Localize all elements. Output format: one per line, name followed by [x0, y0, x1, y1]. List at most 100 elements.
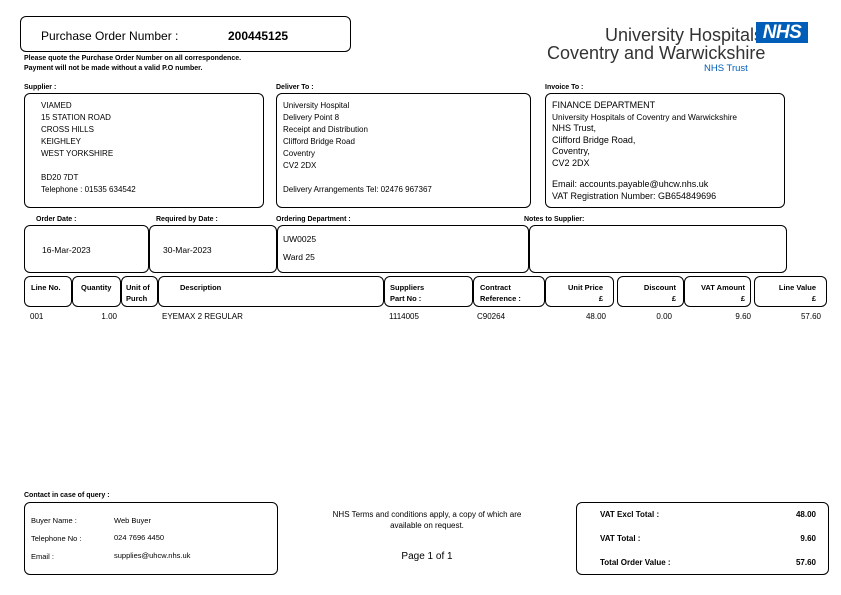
supplier-telephone: Telephone : 01535 634542 — [41, 185, 136, 194]
cell-contract: C90264 — [477, 312, 506, 321]
supplier-line: CROSS HILLS — [41, 125, 94, 134]
po-notice-line2: Payment will not be made without a valid… — [24, 65, 203, 72]
invoice-email: Email: accounts.payable@uhcw.nhs.uk — [552, 179, 709, 189]
vat-total-value: 9.60 — [800, 534, 816, 543]
supplier-line: KEIGHLEY — [41, 137, 82, 146]
vat-total-label: VAT Total : — [600, 534, 641, 543]
telephone-label: Telephone No : — [31, 534, 82, 543]
order-value-label: Total Order Value : — [600, 558, 671, 567]
email-label: Email : — [31, 552, 54, 561]
col-unit-price-currency: £ — [598, 294, 603, 303]
col-quantity: Quantity — [72, 276, 121, 307]
vat-excl-value: 48.00 — [795, 510, 816, 519]
supplier-line: VIAMED — [41, 101, 72, 110]
col-line-value: Line Value £ — [754, 276, 827, 307]
buyer-email-link[interactable]: supplies@uhcw.nhs.uk — [114, 551, 191, 560]
invoice-line: Coventry, — [552, 146, 590, 156]
supplier-line: WEST YORKSHIRE — [41, 149, 114, 158]
invoice-line: FINANCE DEPARTMENT — [552, 100, 656, 110]
supplier-postcode: BD20 7DT — [41, 173, 79, 182]
contact-box: Buyer Name : Web Buyer Telephone No : 02… — [24, 502, 278, 575]
buyer-telephone: 024 7696 4450 — [114, 533, 165, 542]
cell-part-no: 1114005 — [389, 312, 419, 321]
col-discount: Discount £ — [617, 276, 684, 307]
deliver-line: University Hospital — [283, 101, 350, 110]
col-quantity-label: Quantity — [81, 283, 112, 292]
col-discount-currency: £ — [671, 294, 676, 303]
col-contract-label1: Contract — [480, 283, 511, 292]
col-vat-amount-currency: £ — [740, 294, 745, 303]
col-vat-amount-label: VAT Amount — [700, 283, 745, 292]
supplier-label: Supplier : — [24, 84, 57, 91]
buyer-name: Web Buyer — [114, 516, 151, 525]
col-description: Description — [158, 276, 384, 307]
col-line-value-currency: £ — [811, 294, 816, 303]
ordering-dept-label: Ordering Department : — [276, 216, 351, 223]
invoice-to-box: FINANCE DEPARTMENT University Hospitals … — [545, 93, 785, 208]
invoice-line: Clifford Bridge Road, — [552, 134, 636, 145]
required-date-label: Required by Date : — [156, 216, 218, 223]
supplier-address: VIAMED 15 STATION ROAD CROSS HILLS KEIGH… — [41, 100, 113, 160]
required-date-box: 30-Mar-2023 — [149, 225, 277, 273]
terms-line1: NHS Terms and conditions apply, a copy o… — [332, 510, 522, 519]
dept-code: UW0025 — [283, 234, 317, 244]
order-date-label: Order Date : — [36, 216, 77, 223]
deliver-line: Coventry — [283, 149, 316, 158]
col-contract: Contract Reference : — [473, 276, 545, 307]
supplier-line: 15 STATION ROAD — [41, 113, 111, 122]
delivery-arrangements: Delivery Arrangements Tel: 02476 967367 — [283, 185, 432, 194]
col-unit-price: Unit Price £ — [545, 276, 614, 307]
vat-excl-label: VAT Excl Total : — [600, 510, 660, 519]
col-line-value-label: Line Value — [778, 283, 816, 292]
page-number: Page 1 of 1 — [401, 551, 453, 562]
org-name-line1: University Hospitals — [605, 25, 764, 45]
col-line-no: Line No. — [24, 276, 72, 307]
col-unit-price-label: Unit Price — [567, 283, 603, 292]
contact-label: Contact in case of query : — [24, 492, 110, 499]
notes-label: Notes to Supplier: — [524, 216, 585, 223]
col-vat-amount: VAT Amount £ — [684, 276, 751, 307]
nhs-trust-label: NHS Trust — [704, 63, 748, 74]
cell-unit-price: 48.00 — [585, 312, 606, 321]
nhs-badge: NHS — [756, 22, 808, 43]
col-description-label: Description — [180, 283, 222, 292]
terms-line2: available on request. — [390, 521, 464, 530]
po-notice-line1: Please quote the Purchase Order Number o… — [24, 55, 242, 62]
deliver-line: Delivery Point 8 — [283, 113, 340, 122]
cell-line-no: 001 — [30, 312, 44, 321]
cell-vat-amount: 9.60 — [735, 312, 751, 321]
cell-quantity: 1.00 — [101, 312, 117, 321]
col-part-no-label2: Part No : — [390, 294, 422, 303]
cell-discount: 0.00 — [656, 312, 672, 321]
invoice-line: CV2 2DX — [552, 157, 590, 168]
required-date-value: 30-Mar-2023 — [163, 245, 212, 255]
buyer-name-label: Buyer Name : — [31, 516, 77, 525]
deliver-to-box: University Hospital Delivery Point 8 Rec… — [276, 93, 531, 208]
deliver-line: Clifford Bridge Road — [283, 137, 355, 146]
cell-description: EYEMAX 2 REGULAR — [162, 312, 243, 321]
deliver-line: CV2 2DX — [283, 161, 317, 170]
supplier-box: VIAMED 15 STATION ROAD CROSS HILLS KEIGH… — [24, 93, 264, 208]
col-discount-label: Discount — [643, 283, 676, 292]
deliver-to-label: Deliver To : — [276, 84, 314, 91]
invoice-line: NHS Trust, — [552, 123, 597, 133]
totals-box: VAT Excl Total : 48.00 VAT Total : 9.60 … — [576, 502, 829, 575]
col-part-no-label1: Suppliers — [390, 283, 425, 292]
po-number-value: 200445125 — [228, 29, 289, 43]
dept-name: Ward 25 — [283, 252, 315, 262]
notes-box — [529, 225, 787, 273]
invoice-to-label: Invoice To : — [545, 84, 584, 91]
deliver-line: Receipt and Distribution — [283, 125, 368, 134]
col-unit-label2: Purch — [126, 294, 148, 303]
deliver-to-address: University Hospital Delivery Point 8 Rec… — [283, 100, 368, 172]
invoice-line: University Hospitals of Coventry and War… — [552, 111, 738, 122]
cell-line-value: 57.60 — [800, 312, 821, 321]
ordering-dept-box: UW0025 Ward 25 — [277, 225, 529, 273]
org-name-line2: Coventry and Warwickshire — [547, 43, 766, 63]
order-date-value: 16-Mar-2023 — [42, 245, 91, 255]
vat-registration: VAT Registration Number: GB654849696 — [552, 191, 717, 201]
invoice-to-address: FINANCE DEPARTMENT University Hospitals … — [552, 100, 737, 169]
col-unit: Unit of Purch — [121, 276, 158, 307]
order-date-box: 16-Mar-2023 — [24, 225, 149, 273]
col-contract-label2: Reference : — [480, 294, 521, 303]
